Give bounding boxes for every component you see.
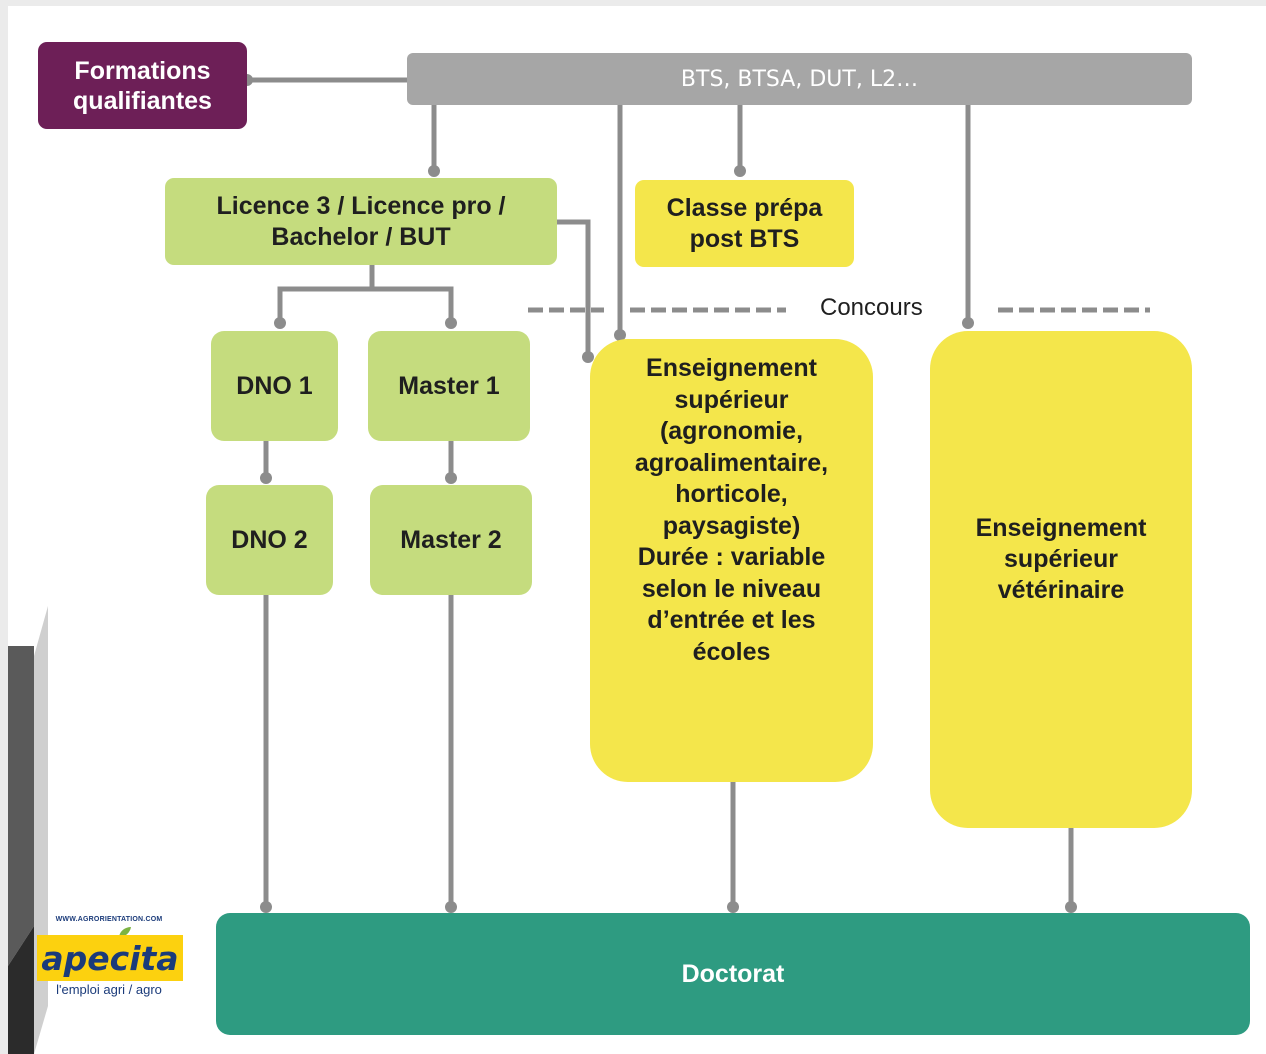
node-doctorat: Doctorat [216, 913, 1250, 1035]
logo-name: apecita [41, 938, 179, 978]
edge-licence-ens-agro [557, 219, 591, 357]
logo-tagline: l'emploi agri / agro [56, 982, 162, 997]
node-master1: Master 1 [368, 331, 530, 441]
apecita-logo: WWW.AGRORIENTATION.COM apecita l'emploi … [34, 916, 184, 1011]
node-enseignement-veterinaire: Enseignement supérieur vétérinaire [930, 331, 1192, 828]
node-formations-qualifiantes: Formations qualifiantes [38, 42, 247, 129]
node-licence: Licence 3 / Licence pro / Bachelor / BUT [165, 178, 557, 265]
leaf-icon [119, 927, 131, 937]
node-master2: Master 2 [370, 485, 532, 595]
decorative-stripes [8, 606, 48, 1054]
node-dno1: DNO 1 [211, 331, 338, 441]
label-concours: Concours [820, 294, 923, 321]
logo-url: WWW.AGRORIENTATION.COM [55, 916, 163, 923]
edge-licence-dno1 [277, 286, 372, 323]
node-bts: BTS, BTSA, DUT, L2… [407, 53, 1192, 105]
node-dno2: DNO 2 [206, 485, 333, 595]
edge-licence-master1 [372, 286, 454, 323]
logo-band [37, 935, 183, 981]
node-classe-prepa: Classe prépa post BTS [635, 180, 854, 267]
node-enseignement-agro: Enseignement supérieur (agronomie, agroa… [590, 339, 873, 782]
